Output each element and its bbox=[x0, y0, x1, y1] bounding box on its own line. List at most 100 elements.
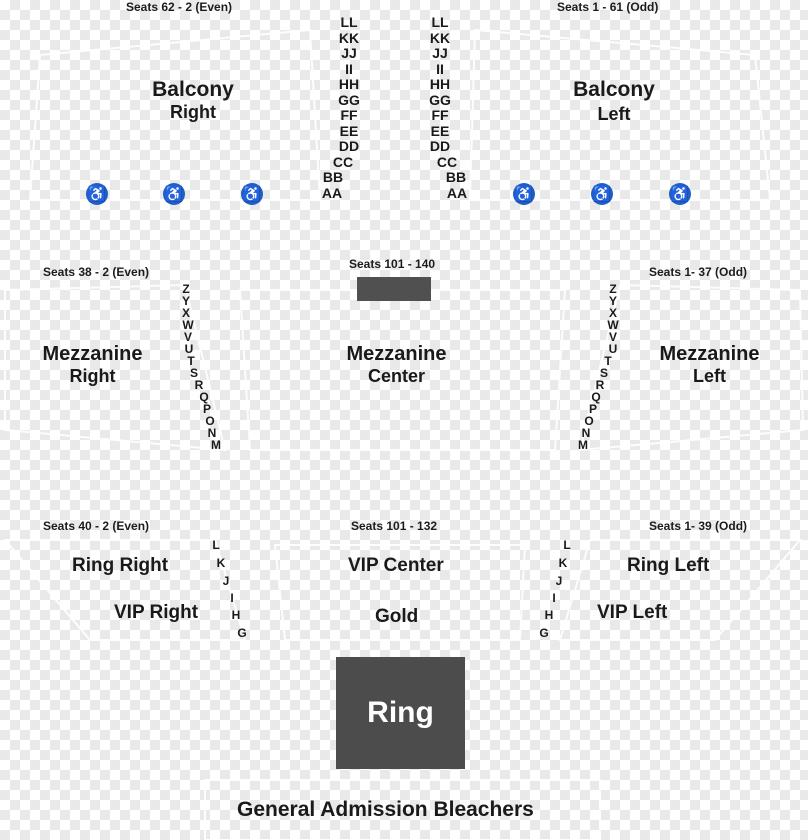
mezzanine-center-seats-label: Seats 101 - 140 bbox=[349, 257, 436, 271]
floor-row-label: L bbox=[563, 538, 571, 552]
mezzanine-row-label: Z bbox=[182, 282, 190, 296]
wheelchair-icon[interactable]: ♿ bbox=[513, 183, 535, 205]
balcony-row-label: BB bbox=[445, 169, 467, 185]
mezzanine-row-label: W bbox=[607, 318, 619, 332]
balcony-row-label: LL bbox=[431, 14, 449, 30]
floor-row-label: H bbox=[231, 608, 241, 622]
balcony-row-label: CC bbox=[332, 154, 354, 170]
mezzanine-row-label: W bbox=[182, 318, 194, 332]
balcony-row-label: GG bbox=[429, 92, 451, 108]
mezzanine-row-label: P bbox=[202, 402, 212, 416]
floor-row-label: K bbox=[216, 556, 226, 570]
mezzanine-row-label: V bbox=[608, 330, 618, 344]
ring-block[interactable]: Ring bbox=[336, 657, 465, 769]
bleachers-section[interactable]: General Admission Bleachers bbox=[237, 798, 534, 821]
wheelchair-icon[interactable]: ♿ bbox=[669, 183, 691, 205]
mezzanine-right-title: Mezzanine bbox=[42, 343, 143, 365]
floor-right-seats-label: Seats 40 - 2 (Even) bbox=[43, 519, 150, 533]
balcony-row-label: CC bbox=[436, 154, 458, 170]
mezzanine-row-label: S bbox=[599, 366, 609, 380]
floor-left-seats-label: Seats 1- 39 (Odd) bbox=[649, 519, 748, 533]
mezzanine-row-label: M bbox=[578, 438, 588, 452]
mezzanine-right-outline bbox=[4, 283, 227, 452]
mezzanine-row-label: U bbox=[608, 342, 618, 356]
floor-row-label: H bbox=[544, 608, 554, 622]
mezzanine-row-label: P bbox=[588, 402, 598, 416]
mezzanine-row-label: O bbox=[205, 414, 215, 428]
balcony-row-label: II bbox=[436, 61, 444, 77]
gold-section[interactable]: Gold bbox=[375, 606, 419, 627]
mezzanine-row-label: X bbox=[181, 306, 191, 320]
wheelchair-icon[interactable]: ♿ bbox=[86, 183, 108, 205]
vip-left-section[interactable]: VIP Left bbox=[597, 602, 668, 623]
balcony-left-title: Balcony bbox=[573, 78, 655, 101]
balcony-row-label: II bbox=[345, 61, 353, 77]
mezzanine-left-title: Mezzanine bbox=[659, 343, 760, 365]
mezzanine-row-label: N bbox=[581, 426, 591, 440]
mezzanine-left-seats-label: Seats 1- 37 (Odd) bbox=[649, 265, 748, 279]
mezzanine-row-label: O bbox=[584, 414, 594, 428]
balcony-row-label: EE bbox=[430, 123, 450, 139]
balcony-row-label: JJ bbox=[341, 45, 357, 61]
bleachers-outline bbox=[204, 779, 601, 840]
floor-row-label: J bbox=[222, 574, 230, 588]
balcony-right-outline bbox=[28, 28, 322, 201]
balcony-right-sub: Right bbox=[170, 102, 216, 122]
floor-center-seats-label: Seats 101 - 132 bbox=[351, 519, 438, 533]
floor-row-label: J bbox=[555, 574, 563, 588]
balcony-left-sub: Left bbox=[597, 104, 631, 124]
balcony-row-label: AA bbox=[321, 185, 343, 201]
mezzanine-row-label: N bbox=[207, 426, 217, 440]
mezzanine-left-section[interactable]: Mezzanine Left bbox=[642, 343, 777, 387]
balcony-row-label: FF bbox=[431, 107, 449, 123]
balcony-left-section[interactable]: Balcony Left bbox=[556, 79, 672, 125]
ring-label: Ring bbox=[367, 696, 434, 729]
wheelchair-icon[interactable]: ♿ bbox=[241, 183, 263, 205]
balcony-right-seats-label: Seats 62 - 2 (Even) bbox=[126, 0, 233, 14]
balcony-row-label: FF bbox=[340, 107, 358, 123]
balcony-row-label: HH bbox=[338, 76, 360, 92]
mezzanine-row-label: T bbox=[187, 354, 195, 368]
floor-row-label: L bbox=[212, 538, 220, 552]
balcony-row-label: EE bbox=[339, 123, 359, 139]
mezzanine-right-seats-label: Seats 38 - 2 (Even) bbox=[43, 265, 150, 279]
mezzanine-row-label: Q bbox=[591, 390, 601, 404]
balcony-row-label: KK bbox=[429, 30, 451, 46]
balcony-row-label: LL bbox=[340, 14, 358, 30]
balcony-left-seats-label: Seats 1 - 61 (Odd) bbox=[557, 0, 659, 14]
mezzanine-center-section[interactable]: Mezzanine Center bbox=[330, 343, 463, 387]
mezzanine-row-label: Y bbox=[181, 294, 191, 308]
ring-left-section[interactable]: Ring Left bbox=[627, 555, 710, 576]
floor-row-label: G bbox=[237, 626, 247, 640]
ring-right-outline bbox=[2, 539, 247, 641]
vip-center-outline bbox=[273, 544, 527, 641]
floor-row-label: G bbox=[539, 626, 549, 640]
mezzanine-row-label: S bbox=[189, 366, 199, 380]
floor-row-label: K bbox=[558, 556, 568, 570]
balcony-row-label: GG bbox=[338, 92, 360, 108]
mezzanine-center-sub: Center bbox=[367, 366, 425, 386]
ring-right-section[interactable]: Ring Right bbox=[72, 555, 169, 576]
wheelchair-icon[interactable]: ♿ bbox=[163, 183, 185, 205]
balcony-right-title: Balcony bbox=[152, 78, 234, 101]
mezzanine-left-sub: Left bbox=[693, 366, 726, 386]
balcony-row-label: DD bbox=[338, 138, 360, 154]
mezzanine-row-label: R bbox=[595, 378, 605, 392]
mezzanine-row-label: R bbox=[194, 378, 204, 392]
mezzanine-stage-block bbox=[357, 277, 431, 301]
balcony-right-section[interactable]: Balcony Right bbox=[134, 79, 252, 123]
mezzanine-left-outline bbox=[578, 283, 805, 452]
balcony-row-label: JJ bbox=[432, 45, 448, 61]
floor-row-label: I bbox=[552, 591, 556, 605]
mezzanine-row-label: T bbox=[604, 354, 612, 368]
vip-center-section[interactable]: VIP Center bbox=[348, 555, 444, 576]
balcony-row-label: KK bbox=[338, 30, 360, 46]
mezzanine-row-label: M bbox=[211, 438, 221, 452]
mezzanine-center-title: Mezzanine bbox=[346, 343, 447, 365]
vip-right-section[interactable]: VIP Right bbox=[114, 602, 199, 623]
mezzanine-row-label: V bbox=[183, 330, 193, 344]
wheelchair-icon[interactable]: ♿ bbox=[591, 183, 613, 205]
balcony-row-label: AA bbox=[446, 185, 468, 201]
mezzanine-right-section[interactable]: Mezzanine Right bbox=[25, 343, 160, 387]
